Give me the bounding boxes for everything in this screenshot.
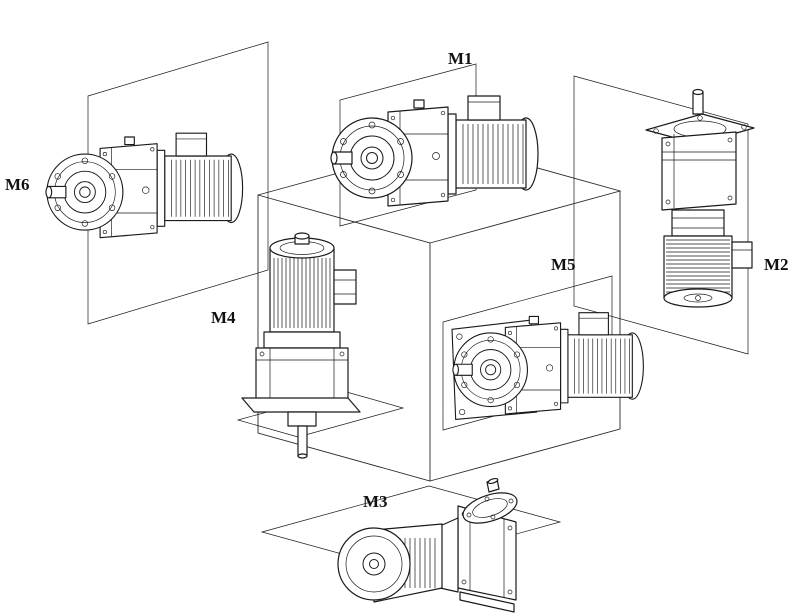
gearmotor-m4-drawing — [241, 232, 361, 459]
panel-m2 — [573, 75, 749, 355]
gearmotor-m3-drawing — [337, 477, 518, 613]
gearmotor-m2-drawing — [645, 88, 755, 308]
label-m5: M5 — [551, 255, 576, 274]
label-m6: M6 — [5, 175, 30, 194]
gearmotor-m1-drawing — [330, 95, 539, 207]
gearmotor-m5-drawing — [451, 312, 644, 420]
label-m3: M3 — [363, 492, 388, 511]
label-m4: M4 — [211, 308, 236, 327]
gearmotor-m6-drawing — [45, 132, 244, 239]
label-m2: M2 — [764, 255, 789, 274]
label-m1: M1 — [448, 49, 473, 68]
panel-m6 — [87, 41, 269, 325]
